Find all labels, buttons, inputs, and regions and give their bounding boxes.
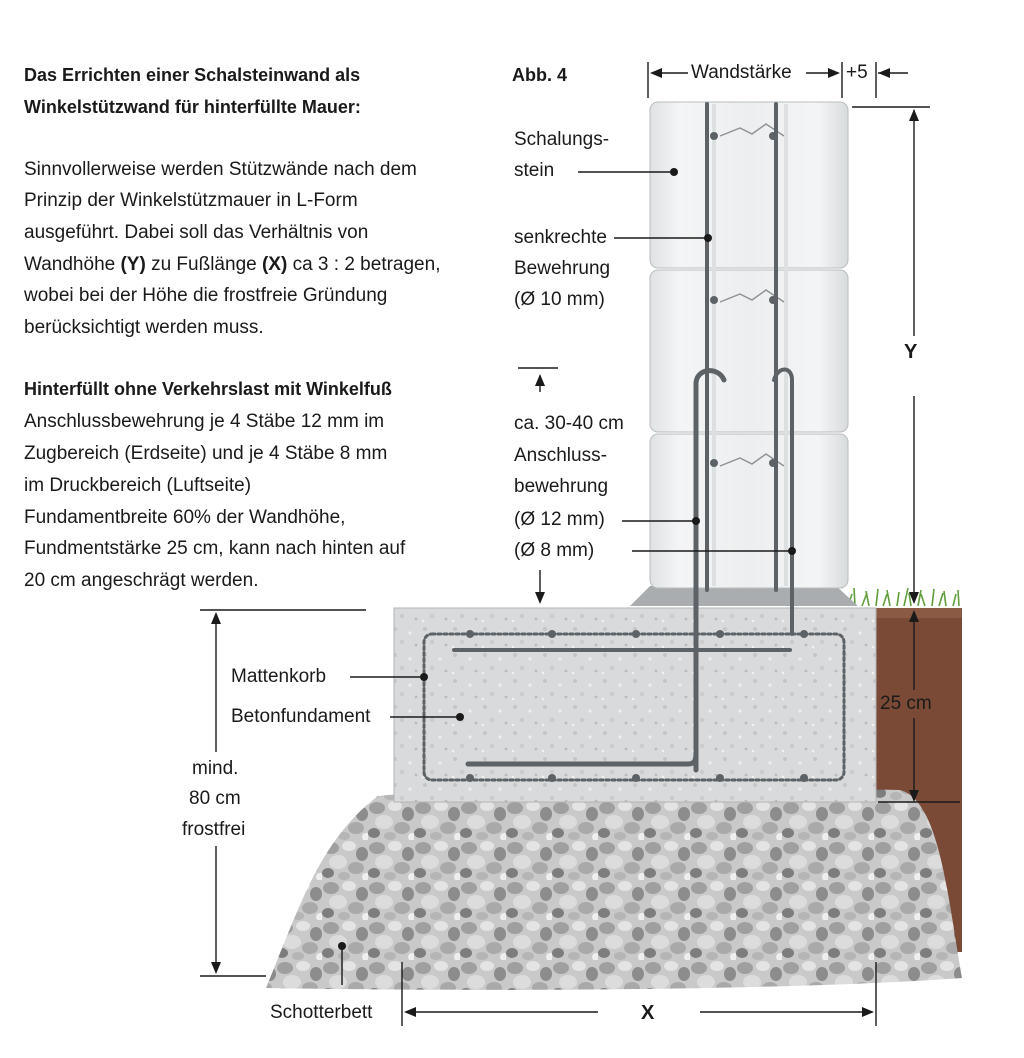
intro-line-4-x: (X) [261,254,288,275]
anschluss-label-2: bewehrung [514,476,609,497]
intro-line-1: Sinnvollerweise werden Stützwände nach d… [24,159,417,180]
anschluss-label-4: (Ø 8 mm) [514,540,595,561]
intro-line-4: Wandhöhe (Y) zu Fußlänge (X) ca 3 : 2 be… [24,250,440,280]
section2-line-6: 20 cm angeschrägt werden. [24,570,259,591]
schalungsstein-label-2: stein [514,160,555,181]
intro-line-4-y: (Y) [120,254,146,275]
section2-line-5: Fundmentstärke 25 cm, kann nach hinten a… [24,538,406,559]
section2-line-4: Fundamentbreite 60% der Wandhöhe, [24,507,346,528]
schotterbett-label: Schotterbett [270,1002,373,1023]
section2-heading: Hinterfüllt ohne Verkehrslast mit Winkel… [24,379,392,399]
intro-line-3: ausgeführt. Dabei soll das Verhältnis vo… [24,222,369,243]
formwork-blocks [649,101,849,589]
base-plate [630,586,858,606]
leader-lines [338,168,796,985]
concrete-foundation [393,607,877,803]
heading-line-2: Winkelstützwand für hinterfüllte Mauer: [24,97,361,117]
frost-depth-label-3: frostfrei [182,819,246,840]
rebar-dots [466,132,808,782]
mattenkorb-label: Mattenkorb [231,666,327,687]
frost-depth-label-1: mind. [192,758,239,779]
intro-line-4-e: ca 3 : 2 betragen, [287,254,441,275]
frost-depth-label-2: 80 cm [189,788,241,809]
vertical-rebar-label-1: senkrechte [514,227,607,248]
heading-line-1: Das Errichten einer Schalsteinwand als [24,65,361,85]
lap-length-label: ca. 30-40 cm [514,413,624,434]
schalungsstein-label-1: Schalungs- [514,129,610,150]
plus-five-label: +5 [846,62,868,83]
vertical-rebar-label-3: (Ø 10 mm) [514,289,605,310]
section2-line-3: im Druckbereich (Luftseite) [24,475,252,496]
dimension-y-label: Y [904,341,918,363]
dimension-lines [200,62,960,1026]
anschluss-label-1: Anschluss- [514,445,607,466]
figure-title: Abb. 4 [512,65,568,85]
intro-line-5: wobei bei der Höhe die frostfreie Gründu… [24,285,388,306]
intro-line-2: Prinzip der Winkelstützmauer in L-Form [24,190,358,211]
intro-line-4-a: Wandhöhe [24,254,121,275]
vertical-rebar-label-2: Bewehrung [514,258,611,279]
wall-thickness-label: Wandstärke [691,62,792,83]
section2-line-2: Zugbereich (Erdseite) und je 4 Stäbe 8 m… [24,443,388,464]
intro-line-4-c: zu Fußlänge [145,254,262,275]
gravel-bed [266,788,962,990]
foundation-thickness-label: 25 cm [880,693,932,714]
intro-line-6: berücksichtigt werden muss. [24,317,264,338]
section2-line-1: Anschlussbewehrung je 4 Stäbe 12 mm im [24,411,385,432]
dimension-x-label: X [641,1002,655,1024]
betonfundament-label: Betonfundament [231,706,371,727]
anschluss-label-3: (Ø 12 mm) [514,509,605,530]
